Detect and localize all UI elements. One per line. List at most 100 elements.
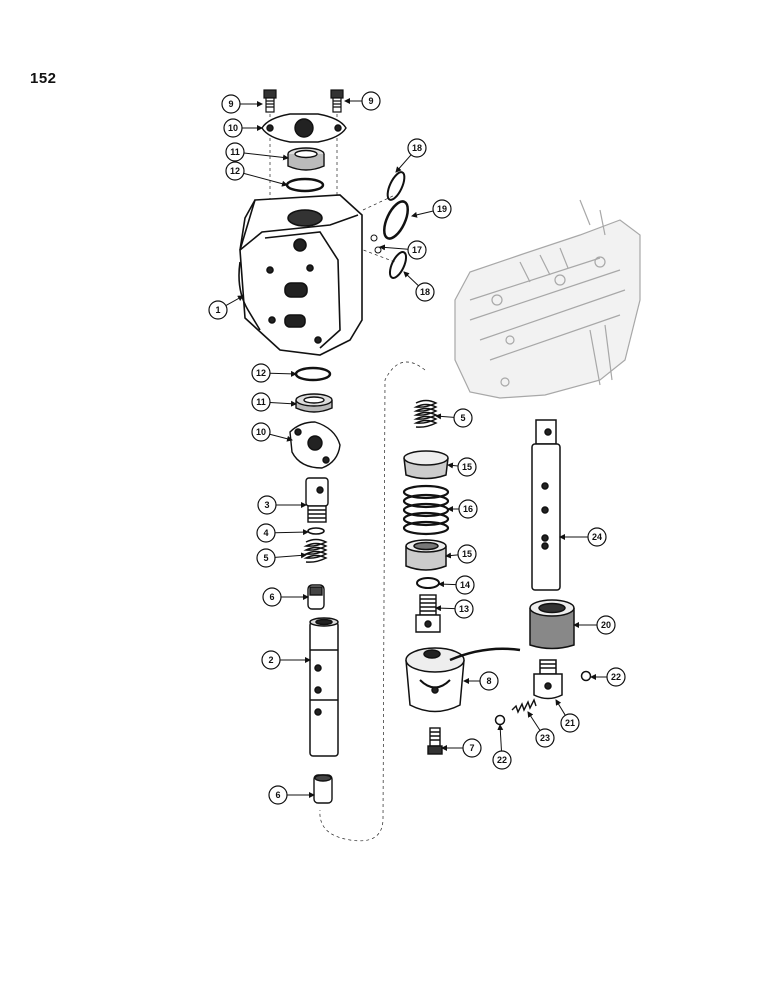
- callout-circle: [225, 161, 245, 181]
- seal-11-top: [287, 147, 325, 171]
- callout-leader-line: [225, 295, 244, 307]
- callout-circle: [268, 785, 288, 805]
- plug-6-bottom: [313, 774, 333, 804]
- callout-circle: [455, 575, 475, 595]
- flange-10-bottom: [289, 421, 341, 469]
- callout-leader-line: [411, 210, 434, 218]
- callout-number: 19: [437, 204, 447, 214]
- callout-number: 16: [463, 504, 473, 514]
- callout-circle: [454, 599, 474, 619]
- callout-circle: [256, 548, 276, 568]
- callout-number: 13: [459, 604, 469, 614]
- callout-number: 23: [540, 733, 550, 743]
- callout-circle: [251, 422, 271, 442]
- callout-circle: [457, 457, 477, 477]
- callout-circle: [407, 240, 427, 260]
- callout-circle: [596, 615, 616, 635]
- callout-number: 12: [230, 166, 240, 176]
- callout-circle: [221, 94, 241, 114]
- o-ring-4: [307, 527, 325, 535]
- callout-c4: 4: [256, 523, 309, 543]
- o-ring-19: [383, 200, 409, 240]
- collar-21: [533, 659, 563, 700]
- callout-number: 5: [263, 553, 268, 563]
- background-valve-assembly: [454, 199, 641, 399]
- callout-number: 12: [256, 368, 266, 378]
- ball-17b: [374, 246, 382, 254]
- callout-leader-line: [243, 152, 289, 161]
- spring-seat-15-top: [403, 450, 449, 480]
- callout-leader-line: [438, 581, 457, 588]
- callout-c8: 8: [463, 671, 499, 691]
- callout-leader-line: [527, 711, 541, 731]
- callout-circle: [407, 138, 427, 158]
- callout-c12a: 12: [225, 161, 288, 187]
- ball-17a: [370, 234, 378, 242]
- callout-c1: 1: [208, 295, 244, 320]
- spring-16: [402, 484, 450, 536]
- callout-circle: [256, 523, 276, 543]
- spool-2: [309, 617, 339, 757]
- callout-c21: 21: [555, 699, 580, 733]
- sleeve-20: [529, 599, 575, 650]
- seal-11-bottom: [295, 393, 333, 413]
- callout-c7: 7: [441, 738, 482, 758]
- callout-number: 11: [230, 147, 240, 157]
- callout-leader-line: [403, 271, 419, 287]
- callout-number: 21: [565, 718, 575, 728]
- callout-leader-line: [243, 172, 288, 187]
- callout-circle: [462, 738, 482, 758]
- callout-circle: [415, 282, 435, 302]
- callout-number: 8: [486, 676, 491, 686]
- callout-number: 22: [611, 672, 621, 682]
- callout-circle: [208, 300, 228, 320]
- callout-number: 10: [228, 123, 238, 133]
- callout-number: 14: [460, 580, 470, 590]
- callout-number: 20: [601, 620, 611, 630]
- callout-circle: [361, 91, 381, 111]
- callout-number: 2: [268, 655, 273, 665]
- callout-c3: 3: [257, 495, 307, 515]
- bolt-13: [415, 594, 441, 633]
- callout-circle: [479, 671, 499, 691]
- spring-5-left: [303, 538, 328, 563]
- callout-number: 17: [412, 245, 422, 255]
- callout-leader-line: [447, 462, 459, 469]
- callout-c22a: 22: [590, 667, 626, 687]
- screw-7: [427, 727, 443, 755]
- callout-number: 10: [256, 427, 266, 437]
- o-ring-14: [416, 577, 440, 589]
- spring-23: [511, 698, 537, 714]
- valve-housing-1: [238, 194, 363, 356]
- callout-c9a: 9: [221, 94, 263, 114]
- callout-leader-line: [435, 413, 455, 420]
- callout-c10a: 10: [223, 118, 263, 138]
- callout-c10b: 10: [251, 422, 293, 442]
- callout-number: 1: [215, 305, 220, 315]
- callout-leader-line: [555, 699, 566, 716]
- callout-number: 9: [368, 96, 373, 106]
- callout-number: 15: [462, 462, 472, 472]
- callout-c11b: 11: [251, 392, 297, 412]
- callout-leader-line: [445, 552, 459, 559]
- spring-seat-15-bottom: [405, 539, 447, 571]
- callout-circle: [458, 499, 478, 519]
- callout-leader-line: [395, 154, 412, 173]
- callout-c22b: 22: [492, 724, 512, 770]
- callout-c12b: 12: [251, 363, 297, 383]
- callout-number: 18: [420, 287, 430, 297]
- callout-number: 9: [228, 99, 233, 109]
- callout-c6a: 6: [262, 587, 309, 607]
- ball-22-right: [580, 670, 592, 682]
- callout-c20: 20: [573, 615, 616, 635]
- callout-c18b: 18: [403, 271, 435, 302]
- callout-leader-line: [274, 529, 309, 536]
- o-ring-12-top: [285, 177, 325, 193]
- callout-c16: 16: [447, 499, 478, 519]
- callout-c9b: 9: [344, 91, 381, 111]
- callout-circle: [457, 544, 477, 564]
- callout-number: 11: [256, 397, 266, 407]
- callout-circle: [606, 667, 626, 687]
